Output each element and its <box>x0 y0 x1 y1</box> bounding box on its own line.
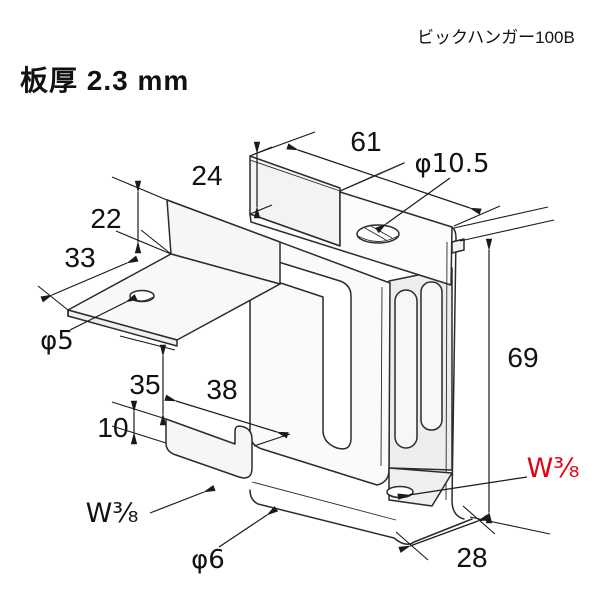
dim-35-label: 35 <box>129 369 160 400</box>
dim-22-label: 22 <box>90 203 121 234</box>
dim-28-label: 28 <box>456 542 487 573</box>
bottom-outer-edge <box>249 489 473 545</box>
dim-22: 22 <box>90 176 172 255</box>
hole-5 <box>129 289 155 303</box>
dim-33-label: 33 <box>64 242 95 273</box>
dim-24: 24 <box>191 141 273 219</box>
front-wall-edge-thickness <box>380 286 383 467</box>
right-corner-edge <box>451 226 465 520</box>
dim-w38-red-label: W³⁄₈ <box>527 453 580 484</box>
dim-38-label: 38 <box>206 374 237 405</box>
hole-10-5 <box>356 224 400 244</box>
dim-61-label: 61 <box>350 126 381 157</box>
bottom-bend-line <box>251 481 397 521</box>
back-wall-slot-left <box>394 289 418 449</box>
dim-10-label: 10 <box>97 412 128 443</box>
dim-w38-red: W³⁄₈ <box>397 453 580 500</box>
product-title: ビックハンガー100B <box>417 28 575 47</box>
dim-61: 61 <box>251 126 501 227</box>
back-wall-slot-right <box>420 281 443 431</box>
dim-69: 69 <box>453 206 555 535</box>
dim-24-label: 24 <box>191 160 222 191</box>
dim-35: 35 <box>111 335 176 426</box>
dim-phi5: φ5 <box>40 294 138 356</box>
dim-phi6-label: φ6 <box>191 545 225 575</box>
dim-w38-black: W³⁄₈ <box>86 484 216 529</box>
dim-69-label: 69 <box>507 342 538 373</box>
plate-thickness-note: 板厚 2.3 mm <box>20 65 189 96</box>
dim-phi10-5-label: φ10.5 <box>414 149 489 179</box>
dim-33: 33 <box>37 229 172 311</box>
dim-phi6: φ6 <box>191 506 279 575</box>
bracket-part <box>67 155 473 545</box>
hole-w38-bottom <box>386 485 414 499</box>
right-corner-inner-line <box>445 241 448 501</box>
dim-w38-black-label: W³⁄₈ <box>86 498 139 529</box>
dim-28: 28 <box>395 505 496 573</box>
dim-10: 10 <box>97 400 167 445</box>
dim-38: 38 <box>164 374 291 447</box>
hook-tab <box>165 418 253 479</box>
dim-phi5-label: φ5 <box>40 326 74 356</box>
right-edge-tab <box>451 238 465 254</box>
dim-phi10-5: φ10.5 <box>375 149 490 234</box>
